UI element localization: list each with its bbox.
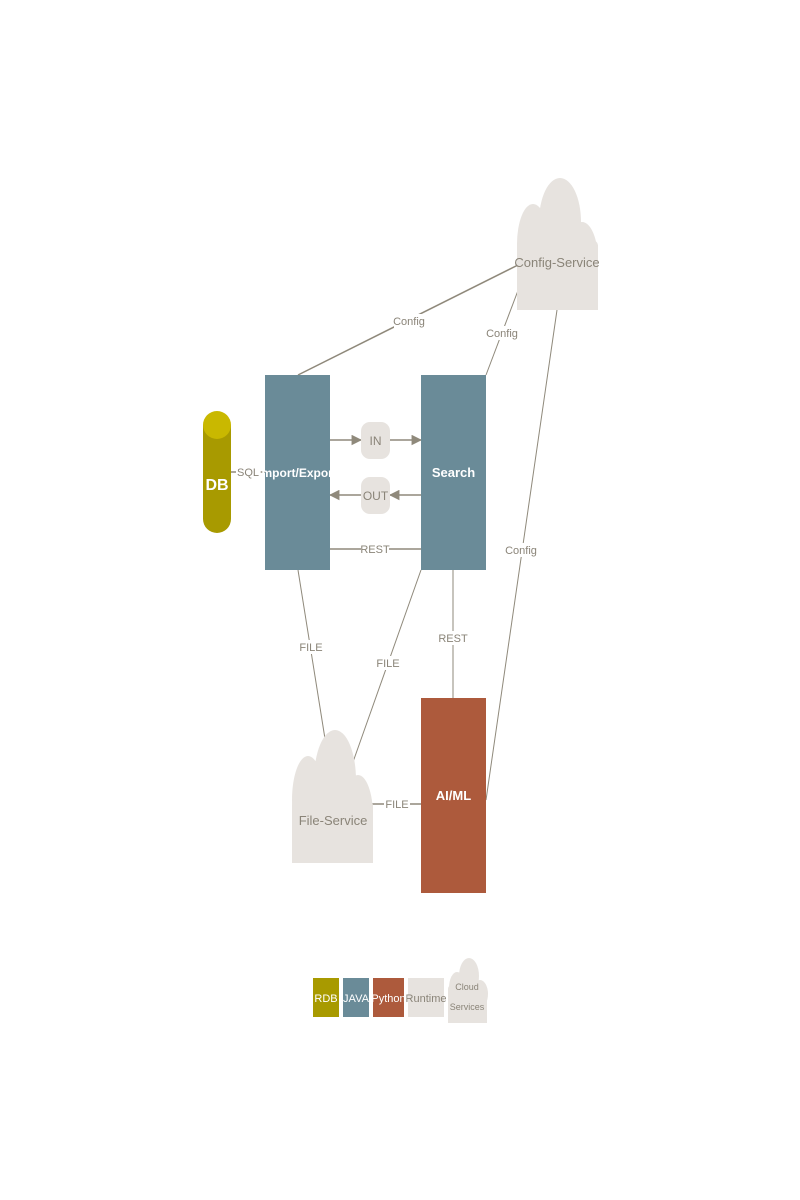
import-export-label: Import/Export [258,466,337,480]
db-label: DB [205,477,228,494]
config-service-cloud[interactable]: Config-Service [514,178,600,310]
import-export-node[interactable]: Import/Export [258,375,337,570]
aiml-label: AI/ML [436,788,471,803]
legend-cloud-label-1: Cloud [455,982,479,992]
edge-label-file-search: FILE [376,658,399,670]
legend-python-label: Python [371,993,405,1005]
edge-label-file-ie: FILE [299,642,322,654]
in-queue[interactable]: IN [361,422,390,459]
legend-java: JAVA [343,978,370,1017]
aiml-node[interactable]: AI/ML [421,698,486,893]
edge-label-rest-search-aiml: REST [438,633,468,645]
search-label: Search [432,465,475,480]
legend-runtime-label: Runtime [406,993,447,1005]
edge-label-config-aiml: Config [505,545,537,557]
legend-cloud-label-2: Services [450,1002,485,1012]
legend-runtime: Runtime [406,978,447,1017]
legend-rdb: RDB [313,978,339,1017]
legend-java-label: JAVA [343,993,370,1005]
legend-python: Python [371,978,406,1017]
in-label: IN [370,434,382,448]
edge-label-sql: SQL [237,467,259,479]
edge-file-import-export [297,569,327,746]
legend: RDB JAVA Python Runtime Cloud Services [313,958,488,1023]
file-service-cloud[interactable]: File-Service [292,730,373,863]
edge-label-config-ie: Config [393,316,425,328]
edge-label-file-aiml: FILE [385,799,408,811]
file-service-label: File-Service [299,813,368,828]
out-queue[interactable]: OUT [361,477,390,514]
config-service-label: Config-Service [514,255,599,270]
legend-cloud: Cloud Services [448,958,488,1023]
edge-label-config-search: Config [486,328,518,340]
out-label: OUT [363,489,389,503]
search-node[interactable]: Search [421,375,486,570]
edge-label-rest-ie-search: REST [360,544,390,556]
db-node[interactable]: DB [203,411,231,533]
legend-rdb-label: RDB [314,993,337,1005]
